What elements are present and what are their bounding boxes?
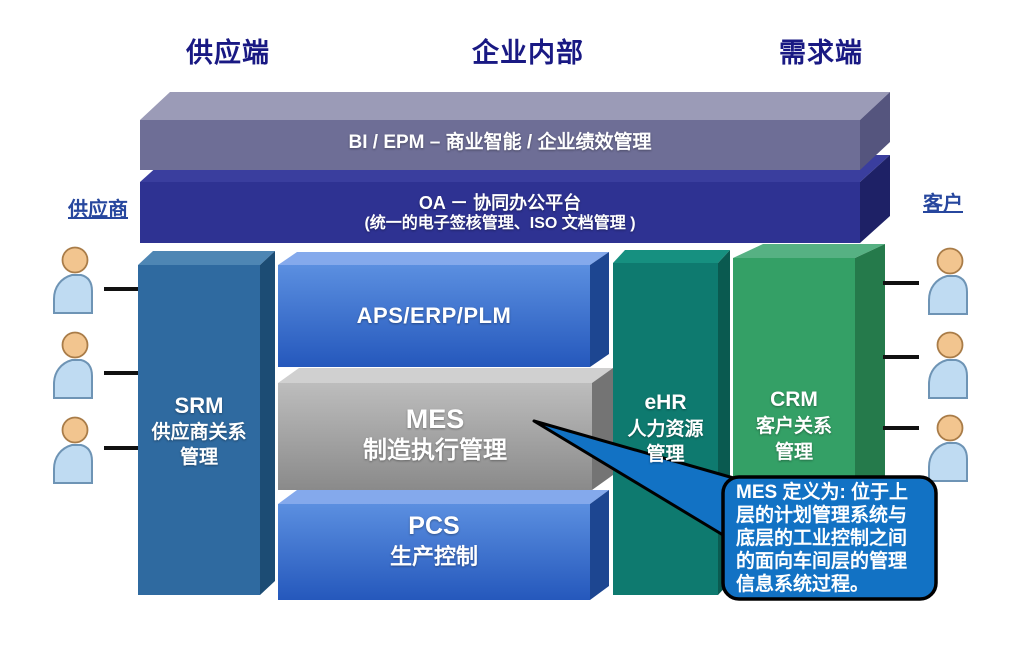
pcs-title: PCS — [408, 512, 460, 540]
supplier-label: 供应商 — [68, 199, 128, 221]
person-icon — [928, 247, 968, 315]
header-demand-side: 需求端 — [779, 38, 863, 68]
srm-subtitle-1: 供应商关系 — [151, 422, 247, 443]
callout-bubble — [721, 475, 938, 601]
oa-label-line2: (统一的电子签核管理、ISO 文档管理 ) — [364, 215, 636, 232]
crm-title: CRM — [770, 388, 818, 411]
person-icon — [53, 246, 93, 314]
srm-subtitle-2: 管理 — [179, 447, 218, 468]
aps-erp-plm-box-3d — [278, 252, 609, 367]
supplier-connector-lines — [104, 287, 138, 450]
pcs-subtitle: 生产控制 — [389, 544, 478, 569]
ehr-subtitle-2: 管理 — [646, 444, 685, 465]
oa-label-line1: OA － 协同办公平台 — [418, 193, 582, 213]
header-supply-side: 供应端 — [186, 38, 270, 68]
person-icon — [928, 331, 968, 399]
crm-subtitle-1: 客户关系 — [755, 416, 832, 437]
aps-erp-plm-label: APS/ERP/PLM — [356, 303, 512, 328]
mes-subtitle: 制造执行管理 — [363, 437, 507, 464]
person-icon — [53, 331, 93, 399]
customer-label: 客户 — [923, 193, 963, 215]
ehr-title: eHR — [644, 391, 687, 414]
mes-title: MES — [405, 404, 465, 434]
srm-title: SRM — [174, 393, 224, 418]
mes-definition-callout-text: MES 定义为: 位于上 层的计划管理系统与 底层的工业控制之间 的面向车间层的… — [736, 482, 909, 595]
bi-epm-label: BI / EPM – 商业智能 / 企业绩效管理 — [348, 132, 652, 153]
ehr-subtitle-1: 人力资源 — [627, 419, 704, 440]
srm-column-3d — [138, 251, 275, 595]
crm-subtitle-2: 管理 — [774, 442, 813, 463]
person-icon — [53, 416, 93, 484]
customer-connector-lines — [883, 281, 919, 430]
person-icon — [928, 414, 968, 482]
mes-box-3d — [278, 368, 613, 490]
bi-epm-bar-3d — [140, 92, 890, 170]
pcs-box-3d — [278, 490, 609, 600]
header-enterprise-internal: 企业内部 — [472, 38, 584, 68]
